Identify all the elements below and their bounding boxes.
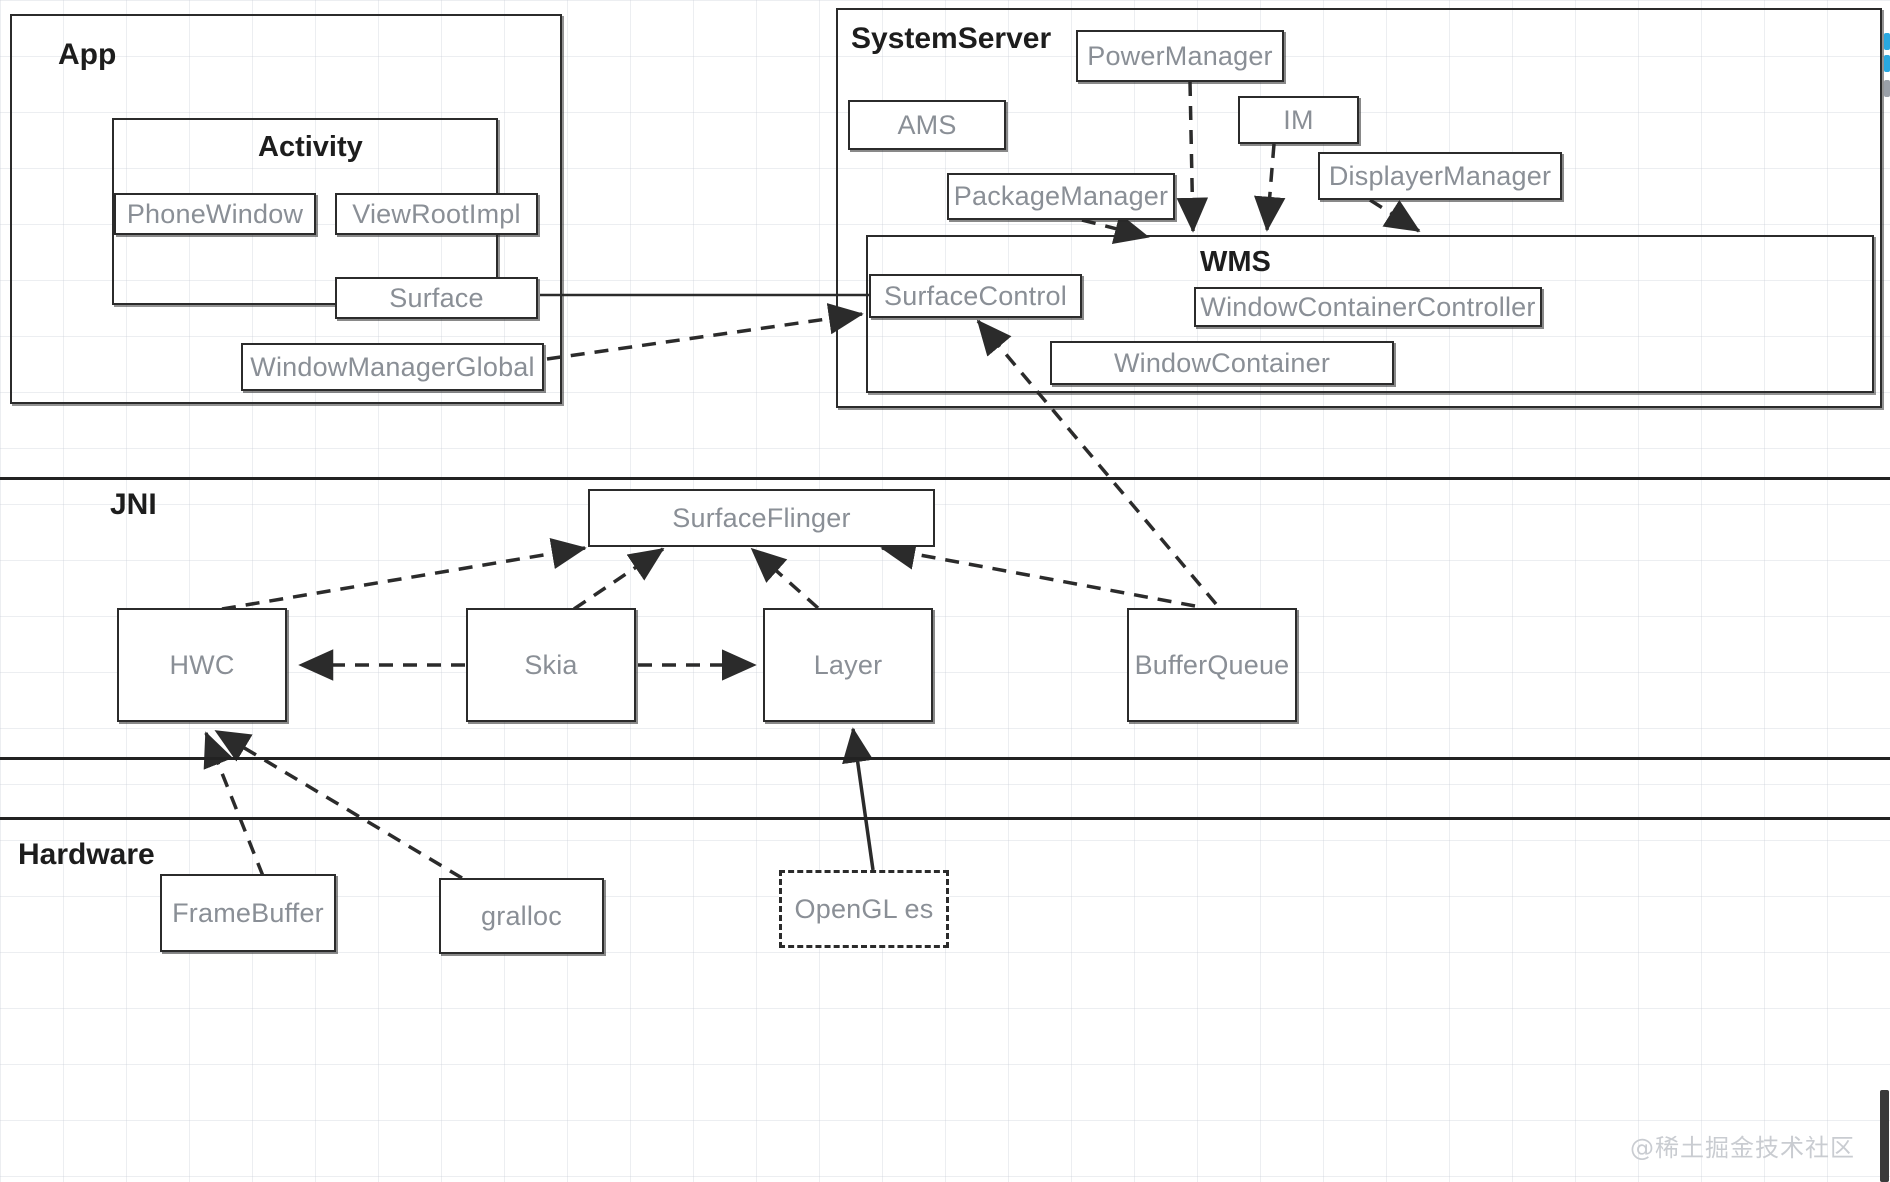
node-framebuffer[interactable]: FrameBuffer: [160, 874, 336, 952]
node-surfaceflinger[interactable]: SurfaceFlinger: [588, 489, 935, 547]
node-hwc[interactable]: HWC: [117, 608, 287, 722]
edge-bufferqueue-to-surfaceflinger: [880, 538, 1196, 608]
edge-hwc-to-surfaceflinger: [221, 537, 587, 611]
edge-windowmanagerglobal-to-surfacecontrol: [546, 303, 864, 361]
group-title-activity: Activity: [258, 131, 363, 163]
panel-app: [10, 14, 562, 404]
band-label-hardware: Hardware: [18, 838, 155, 871]
right-edge-accent-2: [1884, 55, 1890, 72]
node-powermanager[interactable]: PowerManager: [1076, 30, 1284, 82]
node-im[interactable]: IM: [1238, 96, 1359, 144]
node-layer[interactable]: Layer: [763, 608, 933, 722]
band-separator-jni-bottom: [0, 757, 1890, 760]
group-title-wms: WMS: [1200, 246, 1271, 278]
group-wms: [866, 235, 1874, 393]
node-surface[interactable]: Surface: [335, 277, 538, 319]
edge-framebuffer-to-hwc: [203, 731, 265, 877]
right-edge-accent-1: [1884, 33, 1890, 50]
node-windowcontainercontroller[interactable]: WindowContainerController: [1194, 287, 1542, 327]
node-opengles[interactable]: OpenGL es: [779, 870, 949, 948]
node-skia[interactable]: Skia: [466, 608, 636, 722]
right-edge-accent-3: [1884, 80, 1890, 97]
panel-title-systemserver: SystemServer: [851, 22, 1052, 55]
node-windowcontainer[interactable]: WindowContainer: [1050, 341, 1394, 385]
panel-title-app: App: [58, 38, 117, 71]
right-edge-scrollbar[interactable]: [1880, 1090, 1889, 1182]
panel-systemserver: [836, 8, 1882, 408]
watermark: @稀土掘金技术社区: [1630, 1134, 1855, 1162]
node-gralloc[interactable]: gralloc: [439, 878, 604, 954]
edge-layer-to-surfaceflinger: [750, 547, 820, 610]
band-label-jni: JNI: [110, 488, 157, 521]
edge-opengles-to-layer: [842, 727, 875, 871]
node-surfacecontrol[interactable]: SurfaceControl: [869, 274, 1082, 318]
node-displayermanager[interactable]: DisplayerManager: [1318, 152, 1562, 200]
band-separator-jni-top: [0, 477, 1890, 480]
node-bufferqueue[interactable]: BufferQueue: [1127, 608, 1297, 722]
node-phonewindow[interactable]: PhoneWindow: [114, 193, 316, 235]
node-windowmanagerglobal[interactable]: WindowManagerGlobal: [241, 343, 544, 391]
edge-skia-to-surfaceflinger: [573, 547, 665, 611]
node-viewrootimpl[interactable]: ViewRootImpl: [335, 193, 538, 235]
node-packagemanager[interactable]: PackageManager: [947, 173, 1175, 220]
node-ams[interactable]: AMS: [848, 100, 1006, 150]
band-separator-hardware-top: [0, 817, 1890, 820]
edge-gralloc-to-hwc: [214, 729, 463, 880]
